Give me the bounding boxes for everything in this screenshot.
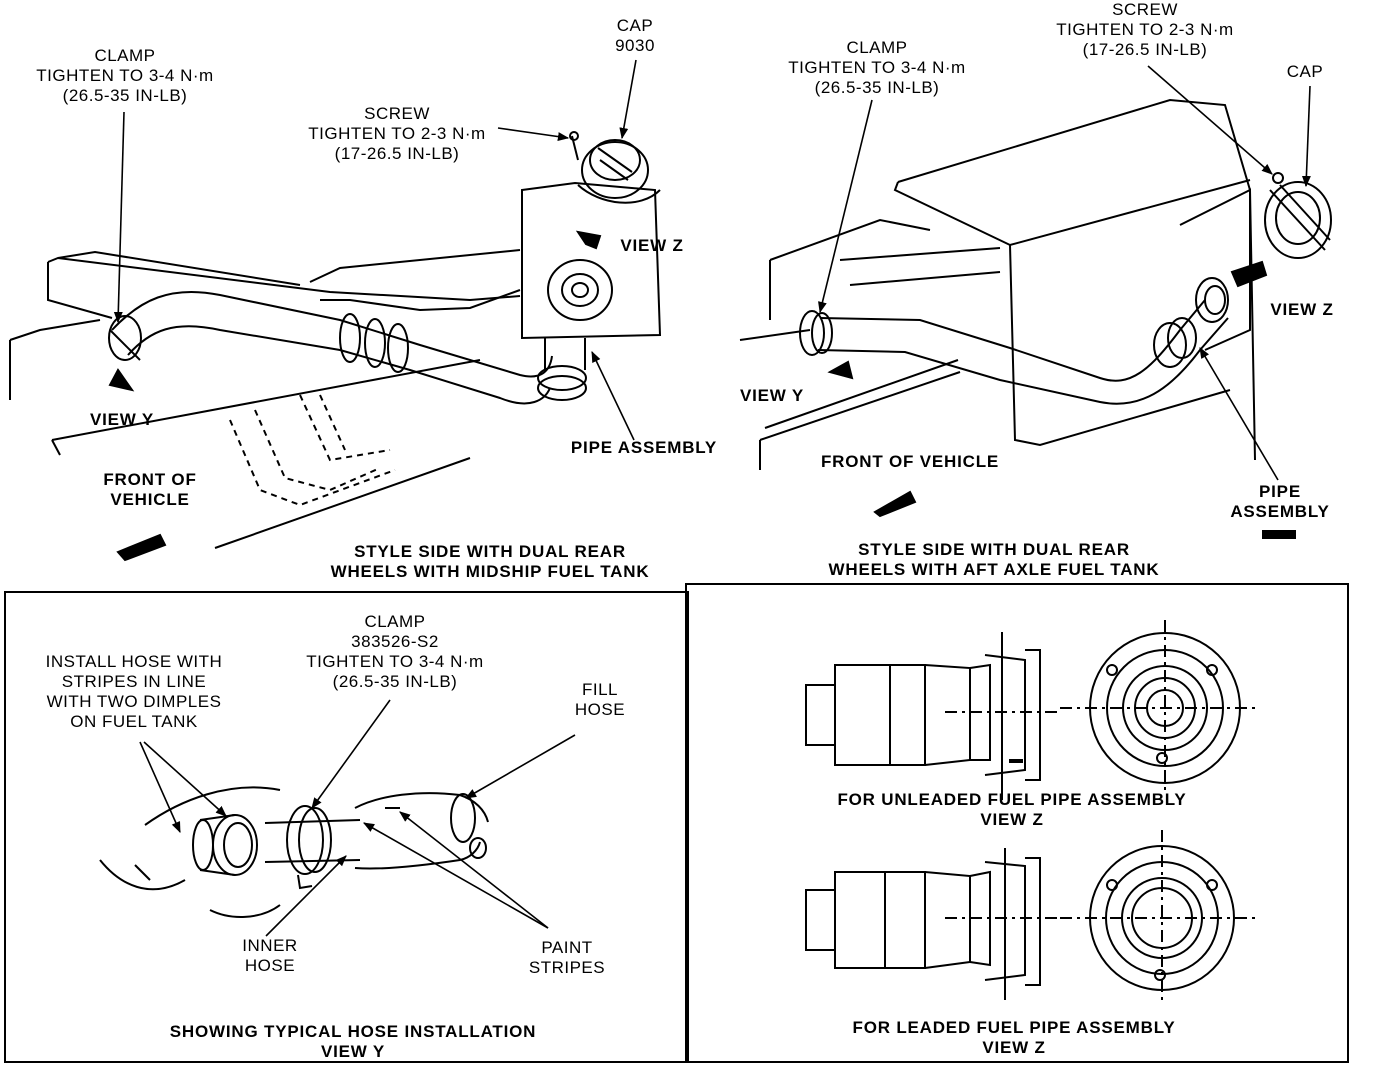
aft-axle-view-y-label: VIEW Y — [739, 386, 804, 405]
midship-pipe-assembly-label: PIPE ASSEMBLY — [570, 438, 718, 457]
midship-leaders — [113, 60, 636, 440]
midship-view-z-label: VIEW Z — [620, 236, 684, 255]
unleaded-pipe-side-view — [806, 632, 1060, 800]
leaded-pipe-end-view — [1060, 830, 1255, 1005]
leaded-pipe-side-view — [806, 848, 1060, 1000]
hose-installation-leaders — [140, 700, 575, 936]
panel-borders — [5, 584, 1348, 1062]
hose-installation-illustration — [100, 787, 488, 917]
aft-axle-tank-illustration — [740, 100, 1331, 539]
midship-view-y-label: VIEW Y — [89, 410, 154, 429]
aft-axle-front-of-vehicle-label: FRONT OF VEHICLE — [820, 452, 1000, 471]
midship-tank-illustration — [10, 132, 660, 560]
aft-axle-leaders — [818, 66, 1311, 480]
aft-axle-cap-label: CAP — [1286, 62, 1324, 81]
aft-axle-view-z-label: VIEW Z — [1270, 300, 1334, 319]
unleaded-pipe-end-view — [1060, 620, 1255, 795]
